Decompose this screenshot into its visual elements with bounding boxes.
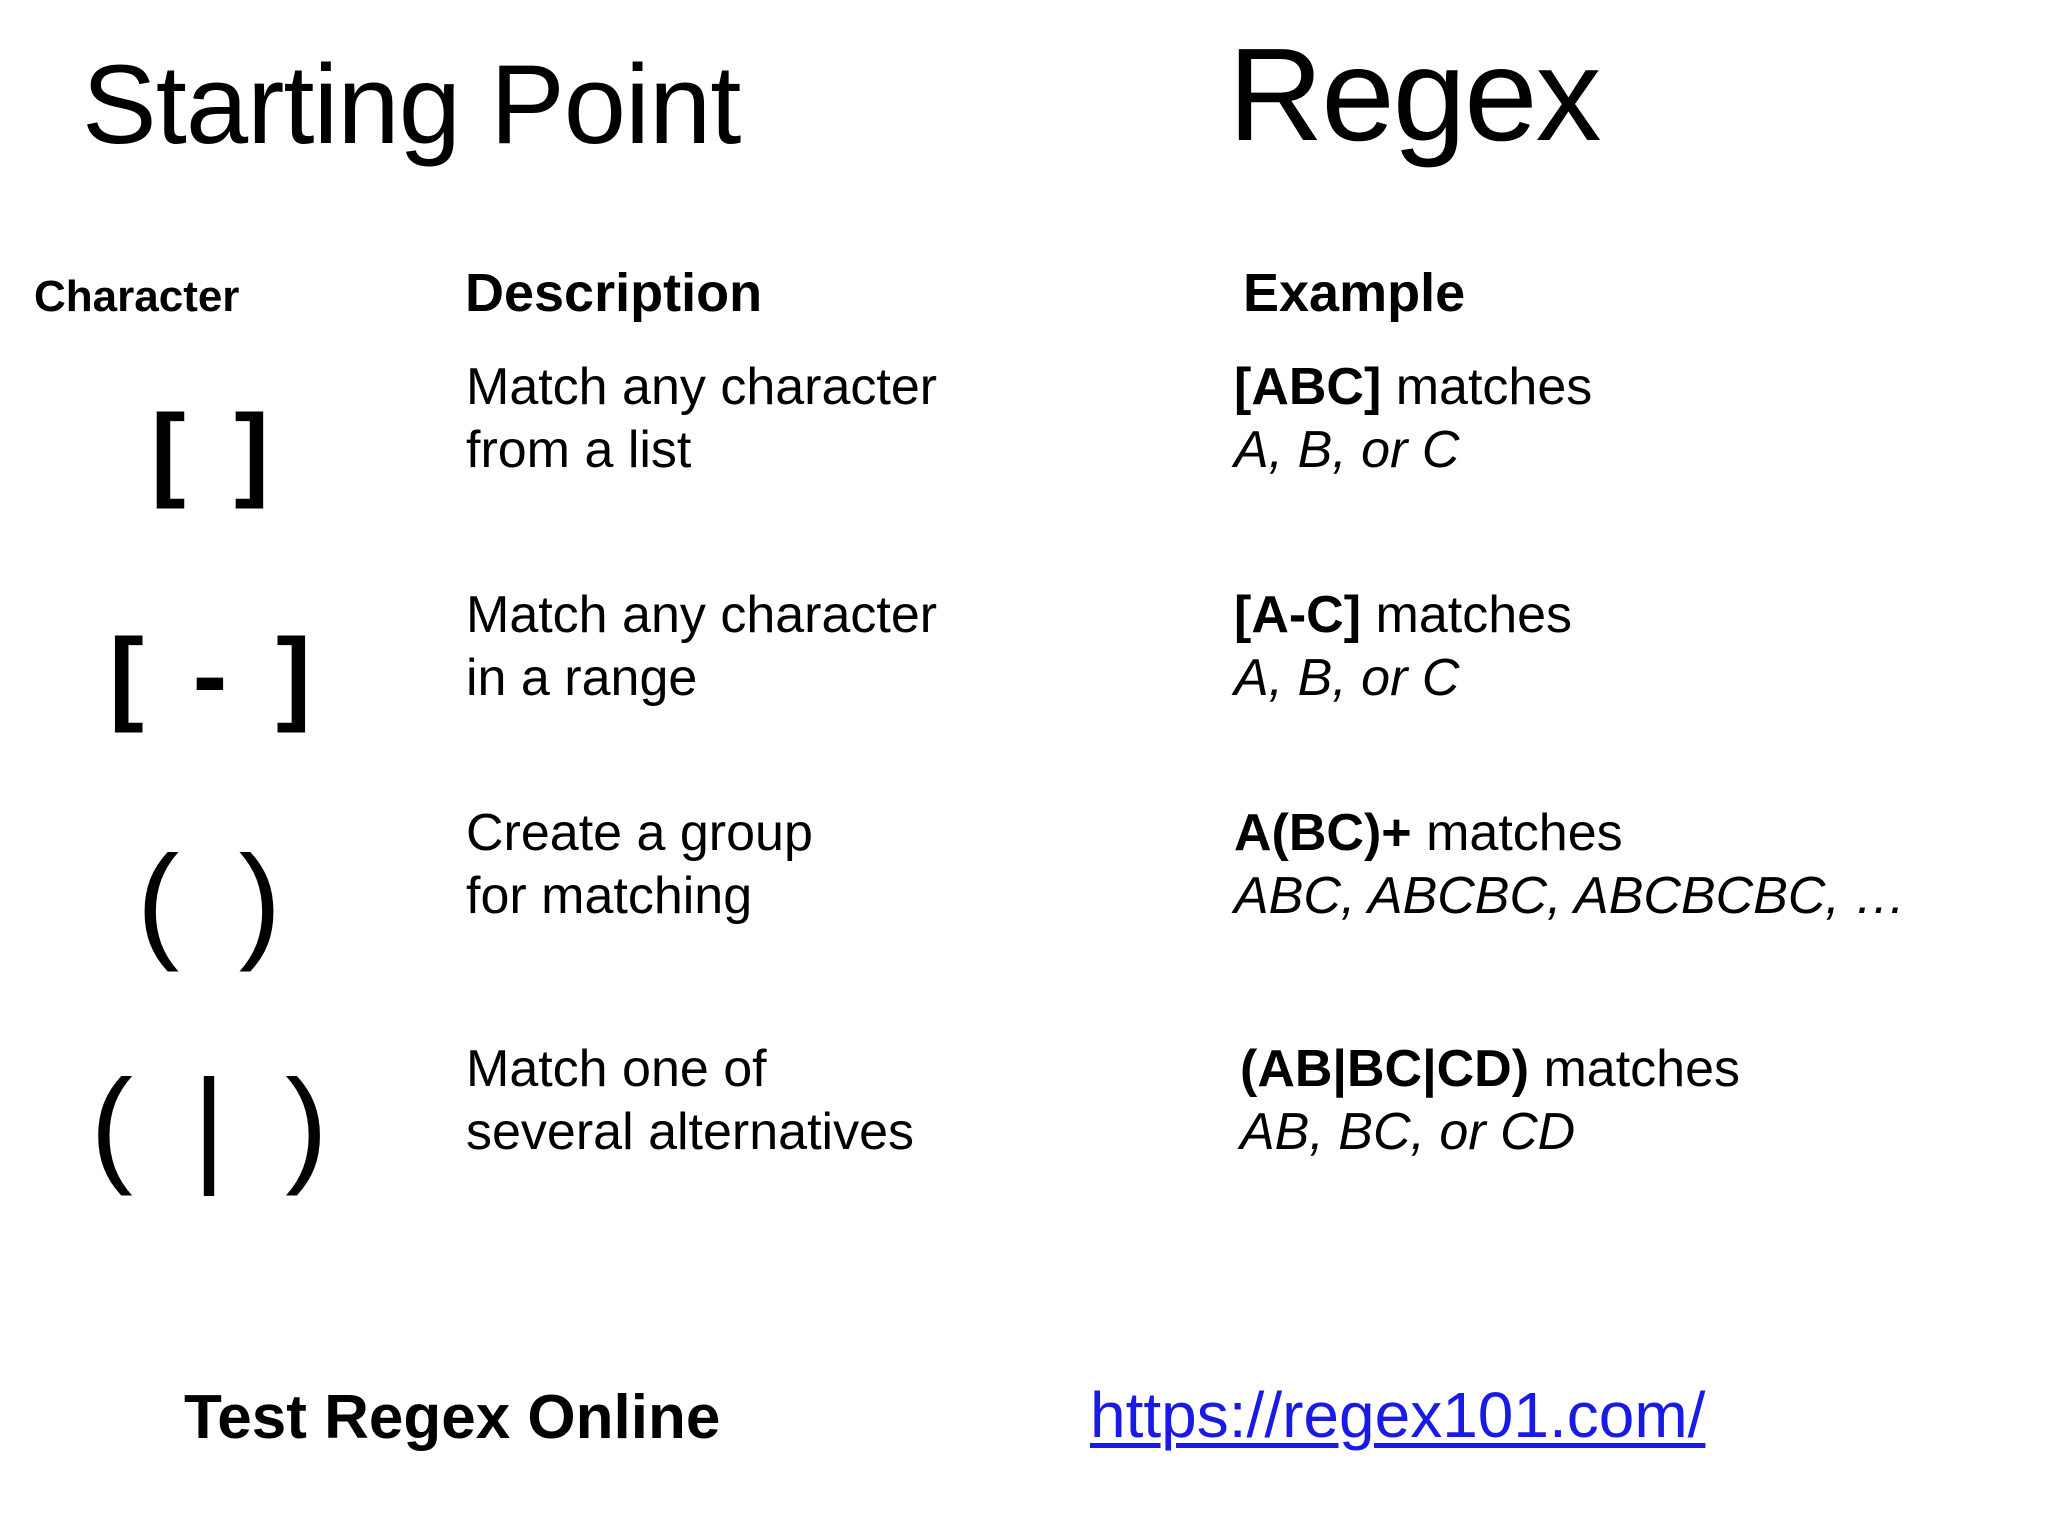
row-character-symbol: [ - ] — [109, 618, 321, 734]
row-example: (AB|BC|CD) matches AB, BC, or CD — [1240, 1038, 2048, 1165]
column-header-example: Example — [1243, 263, 1466, 323]
row-example-pattern: [A-C] — [1234, 586, 1362, 644]
row-description: Match any character in a range — [466, 584, 1206, 711]
table-row: [ - ] Match any character in a range [A-… — [0, 586, 2048, 826]
regex101-link[interactable]: https://regex101.com/ — [1090, 1379, 1706, 1451]
row-example-verb: matches — [1381, 358, 1593, 416]
row-example: A(BC)+ matches ABC, ABCBC, ABCBCBC, … — [1234, 802, 2044, 929]
row-example-verb: matches — [1361, 586, 1573, 644]
row-example-pattern: A(BC)+ — [1234, 804, 1412, 862]
table-header-row: Character Description Example — [0, 262, 2048, 342]
row-example: [A-C] matches A, B, or C — [1234, 584, 2044, 711]
column-header-character: Character — [34, 272, 240, 321]
row-example-verb: matches — [1529, 1040, 1741, 1098]
row-example-result: A, B, or C — [1234, 649, 1460, 708]
row-description-line1: Match any character — [466, 358, 938, 416]
row-example-pattern: (AB|BC|CD) — [1240, 1040, 1530, 1098]
row-example-pattern: [ABC] — [1234, 358, 1382, 416]
page-title-right: Regex — [1228, 21, 1602, 168]
row-description-line1: Match one of — [466, 1040, 767, 1098]
row-example: [ABC] matches A, B, or C — [1234, 356, 2044, 483]
row-description-line2: for matching — [466, 867, 753, 926]
row-example-result: ABC, ABCBC, ABCBCBC, … — [1234, 867, 1907, 926]
table-row: ( | ) Match one of several alternatives … — [0, 1040, 2048, 1274]
row-character-symbol: ( | ) — [90, 1054, 340, 1197]
row-description-line2: from a list — [466, 421, 692, 480]
row-description-line1: Create a group — [466, 804, 813, 862]
row-example-verb: matches — [1411, 804, 1623, 862]
slide-title-row: Starting Point Regex — [0, 18, 2048, 208]
row-description: Match any character from a list — [466, 356, 1206, 483]
row-character-symbol: [ ] — [150, 394, 280, 510]
regex-reference-table: [ ] Match any character from a list [ABC… — [0, 358, 2048, 1274]
row-description: Create a group for matching — [466, 802, 1206, 929]
footer: Test Regex Online https://regex101.com/ — [0, 1378, 2048, 1498]
row-description: Match one of several alternatives — [466, 1038, 1206, 1165]
row-character-symbol: ( ) — [136, 830, 294, 973]
row-description-line2: several alternatives — [466, 1103, 914, 1162]
page-title-left: Starting Point — [82, 42, 741, 167]
row-example-result: AB, BC, or CD — [1240, 1103, 1576, 1162]
row-description-line2: in a range — [466, 649, 698, 708]
row-description-line1: Match any character — [466, 586, 938, 644]
table-row: ( ) Create a group for matching A(BC)+ m… — [0, 804, 2048, 1050]
table-row: [ ] Match any character from a list [ABC… — [0, 358, 2048, 602]
footer-label: Test Regex Online — [184, 1383, 721, 1452]
column-header-description: Description — [465, 263, 763, 323]
row-example-result: A, B, or C — [1234, 421, 1460, 480]
